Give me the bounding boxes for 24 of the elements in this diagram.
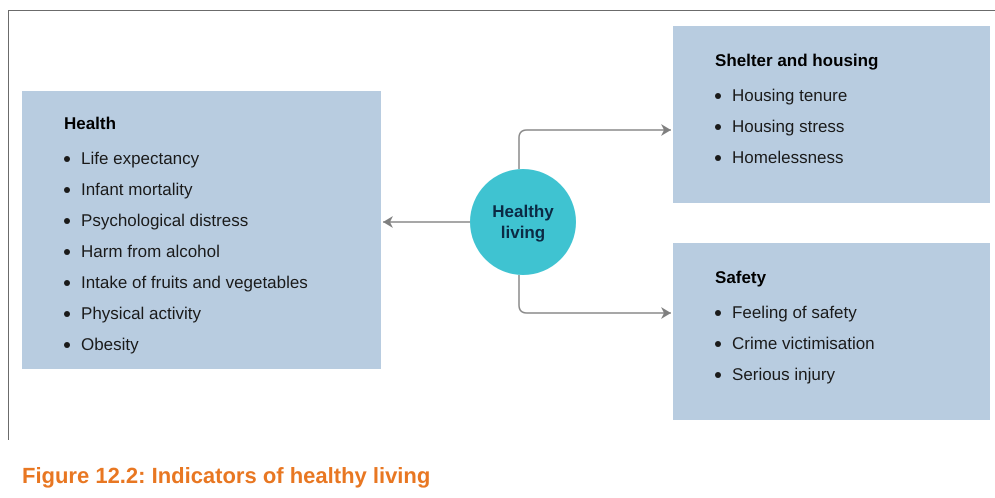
bullet-text: Homelessness (732, 146, 844, 169)
arrow (518, 124, 671, 169)
bullet-text: Life expectancy (81, 148, 200, 170)
bullet-text: Crime victimisation (732, 332, 875, 355)
bullet-text: Housing tenure (732, 84, 848, 107)
figure-caption: Figure 12.2: Indicators of healthy living (22, 462, 430, 490)
bullet-text: Serious injury (732, 364, 835, 386)
indicator-box (673, 26, 990, 203)
bullet-text: Physical activity (81, 302, 201, 325)
bullet-text: Housing stress (732, 116, 844, 138)
arrow (383, 216, 470, 228)
bullet-text: Intake of fruits and vegetables (81, 272, 308, 294)
box-heading: Health (64, 113, 116, 135)
indicator-box (673, 243, 990, 420)
arrow (518, 275, 671, 319)
indicator-box (22, 91, 381, 369)
box-heading: Shelter and housing (715, 50, 878, 72)
bullet-text: Harm from alcohol (81, 240, 220, 263)
box-heading: Safety (715, 267, 766, 289)
bullet-text: Obesity (81, 334, 139, 356)
bullet-text: Infant mortality (81, 178, 192, 201)
node-title: Healthy living (491, 201, 555, 243)
bullet-text: Psychological distress (81, 210, 248, 232)
bullet-text: Feeling of safety (732, 302, 857, 324)
